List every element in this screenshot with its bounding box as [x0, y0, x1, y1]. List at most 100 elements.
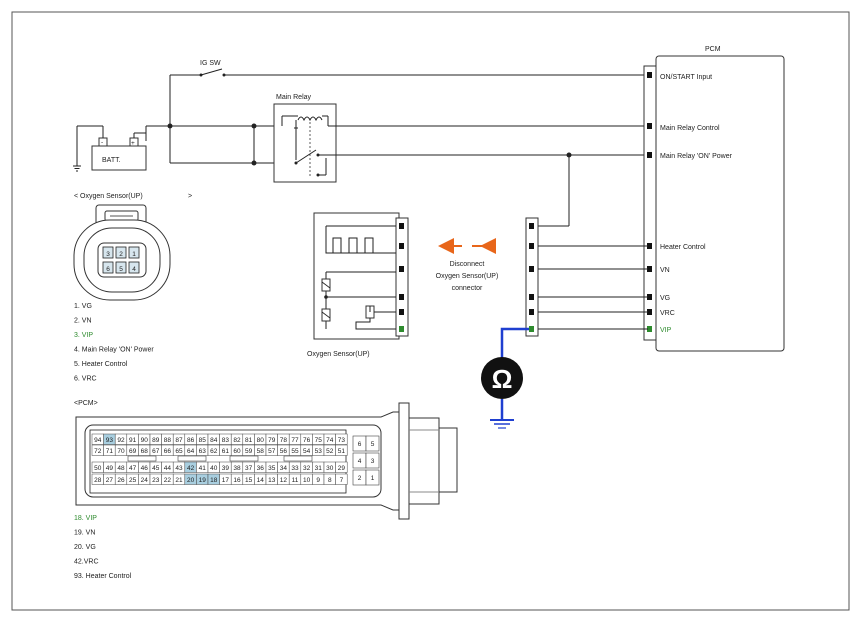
svg-text:5: 5	[119, 266, 123, 273]
disconnect-line-1: Disconnect	[450, 261, 485, 268]
svg-text:+: +	[131, 140, 135, 147]
pcm-pin-number: 73	[338, 437, 346, 444]
o2-pin-label: 3. VIP	[74, 332, 93, 339]
pcm-pin-vrc: VRC	[660, 310, 675, 317]
pcm-pin-cell	[335, 473, 348, 485]
pcm-pin-number: 54	[303, 448, 311, 455]
pcm-pin-label: 93. Heater Control	[74, 573, 132, 580]
pcm-side-cell	[365, 469, 380, 486]
pcm-pin-number: 21	[175, 477, 183, 484]
pcm-pin-number: 48	[117, 465, 125, 472]
o2-connector-face: < Oxygen Sensor(UP) > 3 2 1 6 5 4 1. VG2…	[73, 193, 192, 383]
oxygen-sensor: Oxygen Sensor(UP)	[307, 212, 409, 358]
pcm-pin-number: 28	[94, 477, 102, 484]
pcm-pin-number: 30	[326, 465, 334, 472]
pcm-pin-number: 69	[129, 448, 137, 455]
pcm-pin-number: 25	[129, 477, 137, 484]
main-relay-label: Main Relay	[276, 94, 312, 101]
pcm-side-cell	[365, 452, 380, 469]
pcm-pin-number: 7	[340, 477, 344, 484]
pcm-pin-number: 51	[338, 448, 346, 455]
pcm-pin-number: 29	[338, 465, 346, 472]
pcm-pin-number: 16	[233, 477, 241, 484]
pcm-pin-number: 70	[117, 448, 125, 455]
o2-pin-label: 5. Heater Control	[74, 361, 128, 368]
pcm-key-tab	[127, 455, 157, 462]
pcm-pin-number: 40	[210, 465, 218, 472]
pcm-title: PCM	[705, 46, 721, 53]
pcm-pin-number: 57	[268, 448, 276, 455]
pcm-pin-label: 20. VG	[74, 544, 96, 551]
o2-connector-title: < Oxygen Sensor(UP)	[74, 193, 143, 200]
pcm-pin-number: 76	[303, 437, 311, 444]
pcm-pin-number: 84	[210, 437, 218, 444]
pcm-pin-number: 17	[222, 477, 230, 484]
pcm-pin-number: 47	[129, 465, 137, 472]
pcm-pin-number: 74	[326, 437, 334, 444]
pcm-pin-number: 35	[268, 465, 276, 472]
pcm-pin-number: 52	[326, 448, 334, 455]
pcm-pin-number: 56	[280, 448, 288, 455]
pcm-pin-markers	[647, 72, 652, 332]
ig-switch: IG SW	[170, 60, 648, 77]
pcm-pin-number: 15	[245, 477, 253, 484]
pcm-pin-number: 22	[164, 477, 172, 484]
pcm-pin-number: 71	[106, 448, 114, 455]
pcm-pin-number: 12	[280, 477, 288, 484]
ohmmeter-icon	[481, 357, 523, 399]
svg-text:6: 6	[106, 266, 110, 273]
pcm-pin-number: 68	[141, 448, 149, 455]
pcm-pin-cell	[335, 461, 348, 473]
pcm-pin-number: 79	[268, 437, 276, 444]
pcm-pin-vg: VG	[660, 295, 670, 302]
svg-text:4: 4	[132, 266, 136, 273]
svg-text:1: 1	[132, 251, 136, 258]
pcm-pin-heater-control: Heater Control	[660, 244, 706, 251]
pcm-pin-number: 75	[315, 437, 323, 444]
pcm-pin-number: 78	[280, 437, 288, 444]
pcm-pin-number: 37	[245, 465, 253, 472]
pcm-key-tab	[177, 455, 207, 462]
pcm-pin-number: 77	[291, 437, 299, 444]
pcm-pin-number: 26	[117, 477, 125, 484]
pcm-pin-cell	[335, 444, 348, 456]
pcm-pin-number: 34	[280, 465, 288, 472]
svg-text:-: -	[101, 139, 103, 146]
pcm-pin-number: 86	[187, 437, 195, 444]
pcm-pin-number: 27	[106, 477, 114, 484]
pcm-pin-cell	[335, 433, 348, 445]
pcm-pin-number: 31	[315, 465, 323, 472]
pcm-pin-number: 20	[187, 477, 195, 484]
pcm-key-tab	[229, 455, 259, 462]
pcm-pin-number: 55	[291, 448, 299, 455]
pcm-pin-number: 58	[257, 448, 265, 455]
pcm-pin-number: 39	[222, 465, 230, 472]
pcm-pin-label: 18. VIP	[74, 515, 97, 522]
disconnect-line-3: connector	[452, 285, 483, 292]
pcm-pin-main-relay-control: Main Relay Control	[660, 125, 720, 132]
pcm-pin-number: 36	[257, 465, 265, 472]
disconnect-indicator: Disconnect Oxygen Sensor(UP) connector	[436, 238, 498, 292]
pcm-pin-number: 49	[106, 465, 114, 472]
pcm-pin-number: 14	[257, 477, 265, 484]
o2-pin-label: 1. VG	[74, 303, 92, 310]
pcm-pin-number: 19	[199, 477, 207, 484]
pcm-pin-number: 62	[210, 448, 218, 455]
pcm-pin-number: 23	[152, 477, 160, 484]
pcm-pin-number: 50	[94, 465, 102, 472]
pcm-pin-number: 41	[199, 465, 207, 472]
pcm-key-tab	[283, 455, 313, 462]
pcm-pin-number: 24	[141, 477, 149, 484]
battery: BATT. - +	[73, 125, 147, 172]
pcm-pin-number: 32	[303, 465, 311, 472]
pcm-pin-number: 46	[141, 465, 149, 472]
pcm-pin-number: 63	[199, 448, 207, 455]
pcm-pin-vip: VIP	[660, 327, 672, 334]
o2-pin-label: 2. VN	[74, 318, 92, 325]
o2-connector-cavities: 3 2 1 6 5 4	[102, 246, 140, 274]
pcm-side-number: 5	[371, 441, 375, 448]
